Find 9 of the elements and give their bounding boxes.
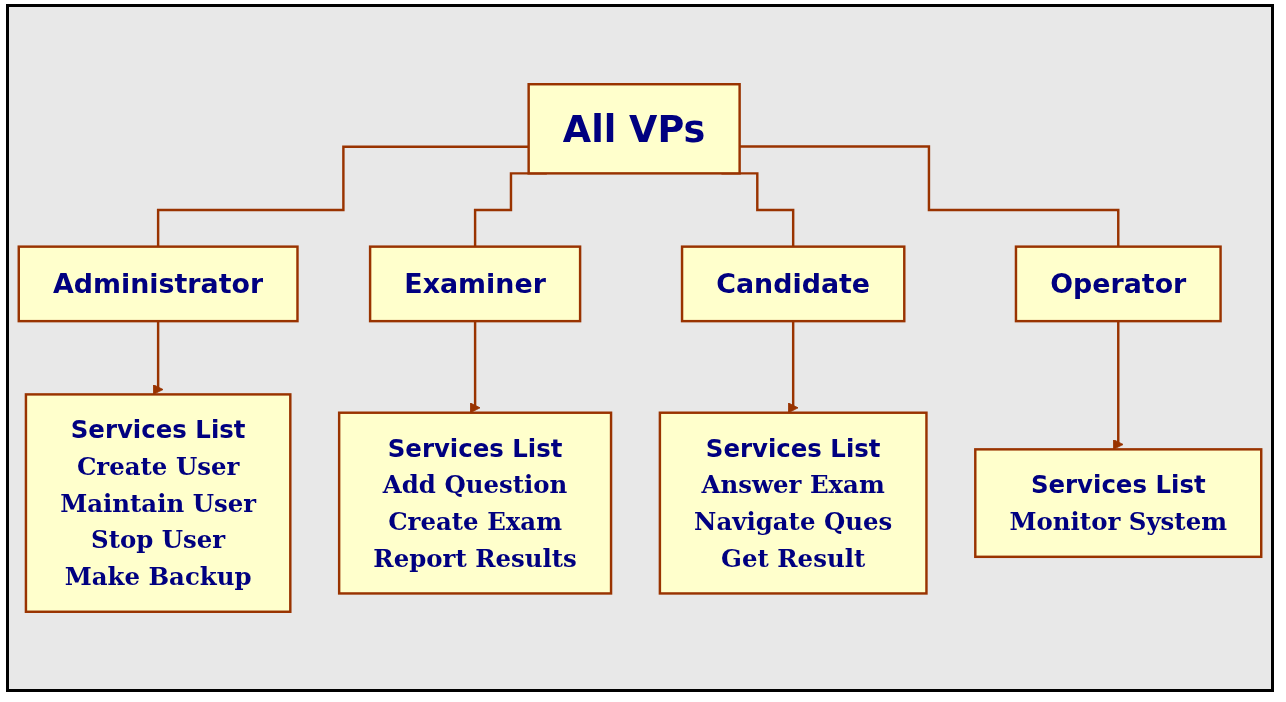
node-box: Services List Monitor System (974, 448, 1263, 559)
node-box: Administrator (17, 245, 299, 323)
node-box: Candidate (680, 245, 906, 323)
node-box: All VPs (527, 83, 741, 175)
node-box: Services List Answer Exam Navigate Ques Get Result (658, 411, 928, 595)
node-box: Services List Create User Maintain User Stop User Make Backup (24, 393, 292, 613)
node-box: Services List Add Question Create Exam Report Results (337, 411, 613, 595)
node-box: Operator (1014, 245, 1222, 323)
node-box: Examiner (368, 245, 582, 323)
